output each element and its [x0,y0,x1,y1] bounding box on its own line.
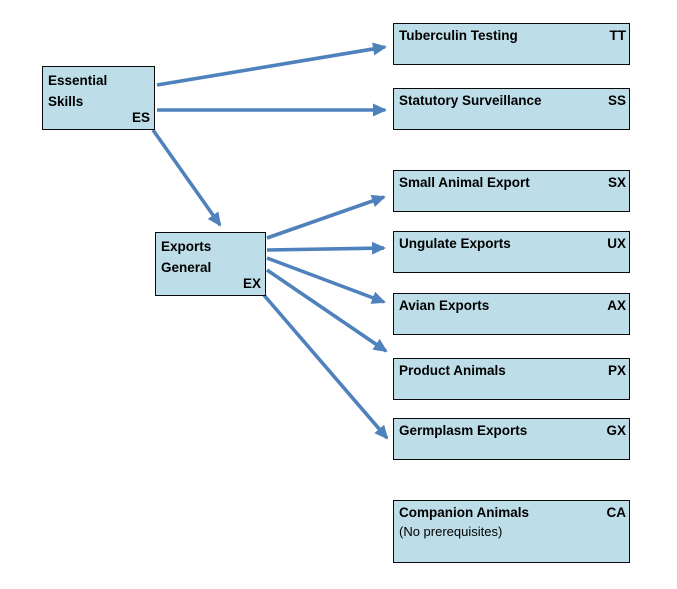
box-essential-skills: Essential Skills ES [42,66,155,130]
arrow-ex-to-ax [266,256,386,304]
arrow-es-to-ex [151,128,222,227]
germplasm-exports-code: GX [606,423,626,438]
companion-animals-code: CA [606,505,627,520]
exports-general-title: Exports General [161,239,212,275]
avian-exports-code: AX [607,298,626,313]
box-exports-general: Exports General EX [155,232,266,296]
box-product-animals: Product Animals PX [393,358,630,400]
germplasm-exports-title: Germplasm Exports [399,423,528,438]
ungulate-exports-code: UX [607,236,626,251]
avian-exports-title: Avian Exports [399,298,490,313]
statutory-surveillance-code: SS [607,93,626,108]
companion-animals-note: (No prerequisites) [399,524,503,539]
essential-skills-title-line2: Skills [48,94,84,109]
small-animal-export-title: Small Animal Export [399,175,530,190]
arrow-ex-to-gx [261,292,389,440]
arrow-ex-to-px [265,268,388,353]
statutory-surveillance-title: Statutory Surveillance [399,93,542,108]
tuberculin-testing-code: TT [609,28,627,43]
box-ungulate-exports: Ungulate Exports UX [393,231,630,273]
small-animal-export-code: SX [607,175,626,190]
exports-general-code: EX [242,276,261,291]
tuberculin-testing-title: Tuberculin Testing [399,28,518,43]
ungulate-exports-title: Ungulate Exports [399,236,511,251]
companion-animals-title: Companion Animals [399,505,530,520]
essential-skills-code: ES [131,110,150,125]
product-animals-code: PX [607,363,626,378]
product-animals-title: Product Animals [399,363,506,378]
box-companion-animals: Companion Animals CA (No prerequisites) [393,500,630,563]
box-avian-exports: Avian Exports AX [393,293,630,335]
arrow-ex-to-ux [266,241,386,255]
essential-skills-title-line1: Essential [48,73,108,88]
box-germplasm-exports: Germplasm Exports GX [393,418,630,460]
arrow-es-to-tt [156,42,387,87]
arrow-ex-to-sx [266,194,386,240]
box-small-animal-export: Small Animal Export SX [393,170,630,212]
box-tuberculin-testing: Tuberculin Testing TT [393,23,630,65]
box-statutory-surveillance: Statutory Surveillance SS [393,88,630,130]
